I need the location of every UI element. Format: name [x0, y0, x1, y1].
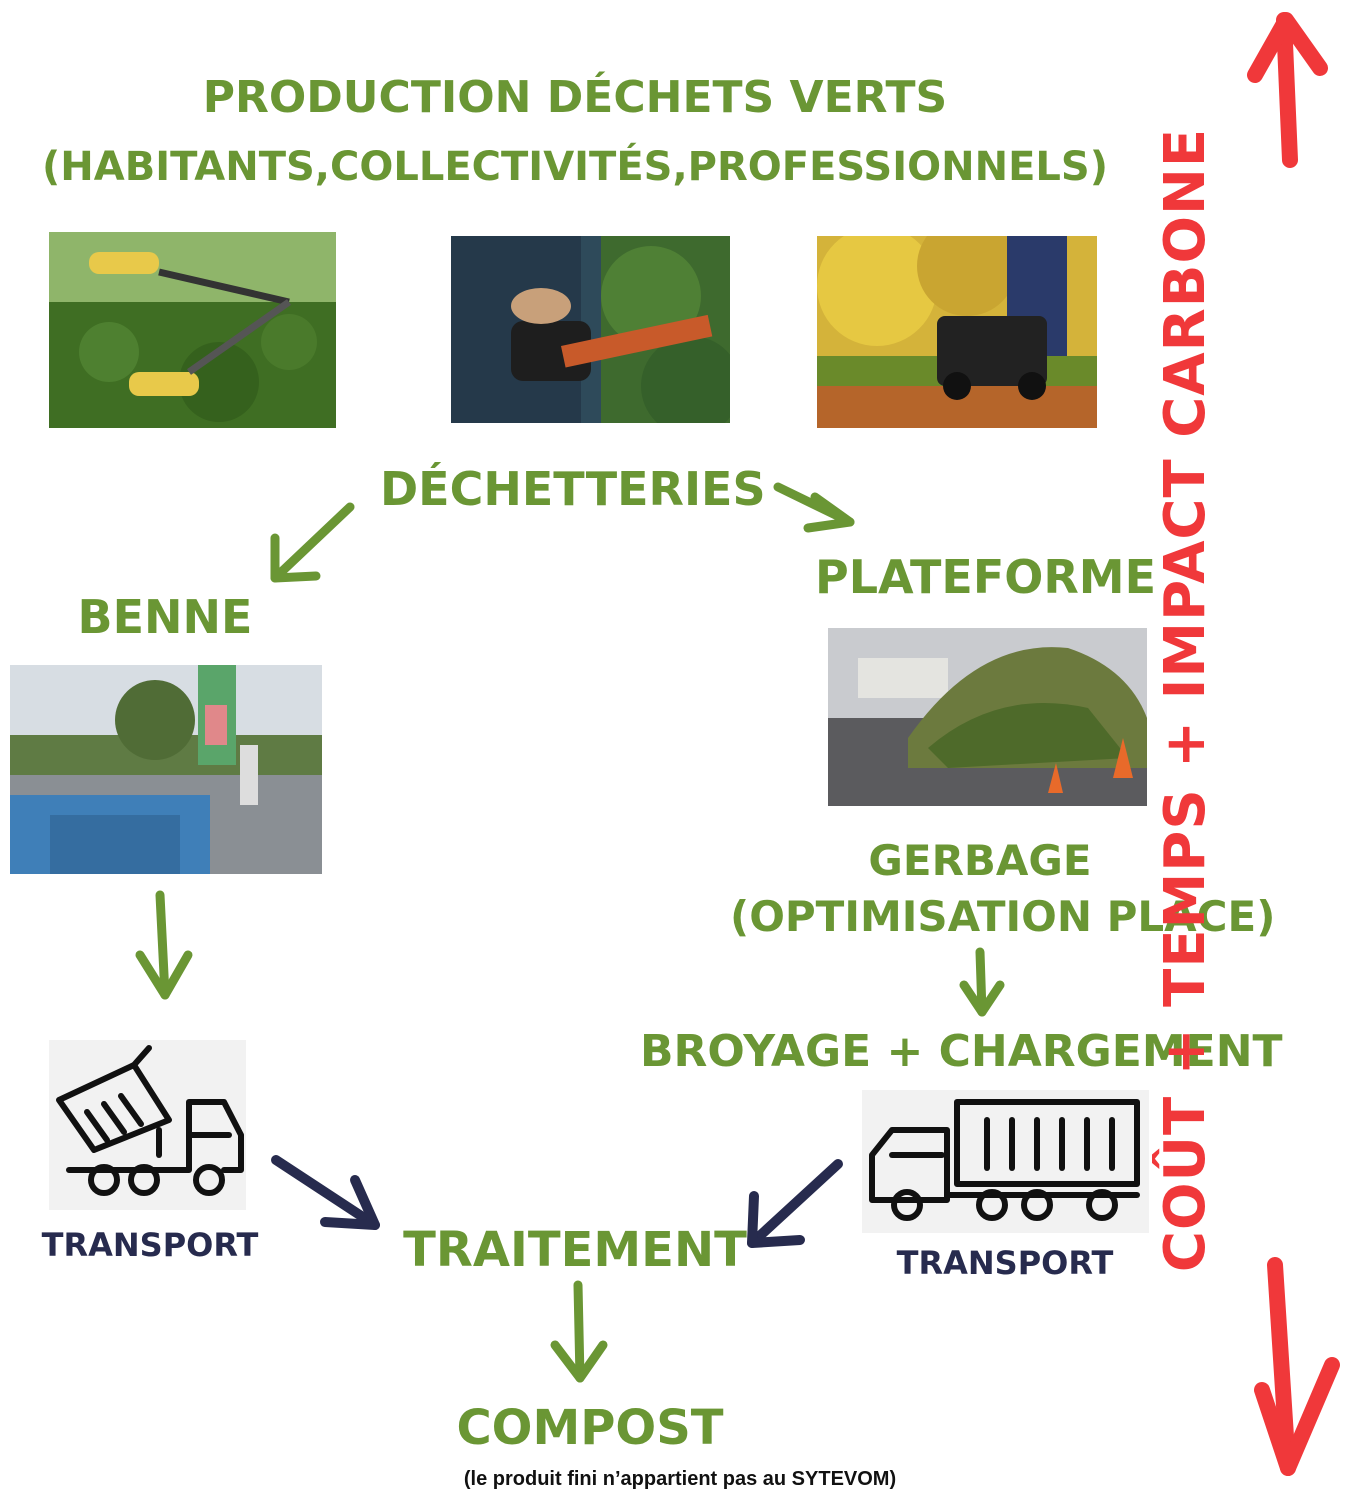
- arrow-left-transport-to-traitement: [271, 1155, 380, 1230]
- compost-label: COMPOST: [456, 1400, 724, 1456]
- plateforme-photo: [828, 628, 1147, 806]
- gerbage-detail-label: (OPTIMISATION PLACE): [730, 892, 1276, 941]
- hedge-shears-photo: [49, 232, 336, 428]
- axis-arrow-up: [1247, 12, 1328, 168]
- transport-left-label: TRANSPORT: [41, 1226, 259, 1264]
- title-line-1: PRODUCTION DÉCHETS VERTS: [202, 72, 948, 123]
- arrow-decheteries-to-plateforme: [773, 482, 855, 533]
- arrow-right-transport-to-traitement: [747, 1159, 843, 1248]
- transport-right-label: TRANSPORT: [896, 1244, 1114, 1282]
- traitement-label: TRAITEMENT: [403, 1222, 747, 1278]
- arrow-benne-to-transport: [135, 890, 193, 1000]
- lawn-mower-photo: [817, 236, 1097, 428]
- arrow-gerbage-to-broyage: [959, 947, 1005, 1017]
- arrow-traitement-to-compost: [550, 1280, 608, 1383]
- cost-time-carbon-axis-label: COÛT + TEMPS + IMPACT CARBONE: [1152, 127, 1218, 1273]
- container-truck-icon: [862, 1090, 1149, 1233]
- axis-arrow-down: [1254, 1257, 1340, 1476]
- benne-photo: [10, 665, 322, 874]
- dump-truck-icon: [49, 1040, 246, 1210]
- gerbage-label: GERBAGE: [868, 836, 1092, 885]
- title-line-2: (HABITANTS,COLLECTIVITÉS,PROFESSIONNELS): [42, 144, 1108, 190]
- decheteries-label: DÉCHETTERIES: [380, 462, 766, 516]
- arrow-decheteries-to-benne: [270, 502, 355, 583]
- broyage-label: BROYAGE + CHARGEMENT: [640, 1026, 1283, 1077]
- plateforme-label: PLATEFORME: [815, 550, 1157, 604]
- footnote: (le produit fini n’appartient pas au SYT…: [463, 1468, 897, 1490]
- benne-label: BENNE: [77, 590, 253, 644]
- hedge-trimmer-photo: [451, 236, 730, 423]
